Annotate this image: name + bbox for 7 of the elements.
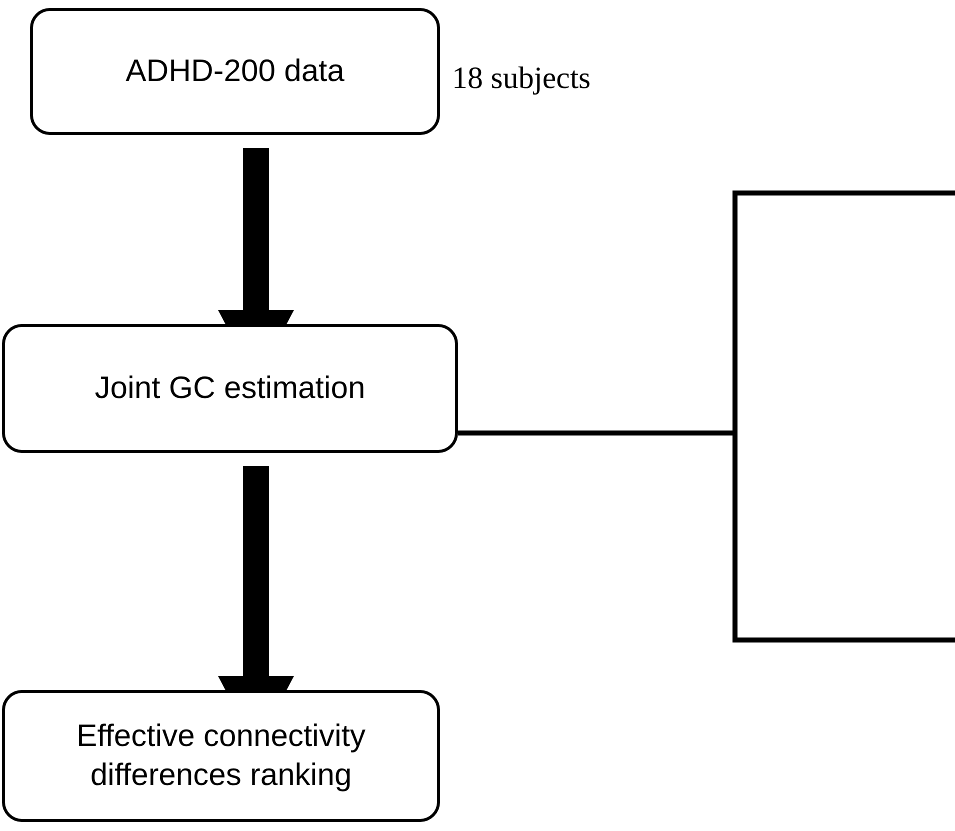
box-label: ADHD-200 data xyxy=(126,52,344,90)
note-text: 18 subjects xyxy=(452,60,591,96)
process-box xyxy=(30,8,440,135)
box-label: Joint GC estimation xyxy=(94,369,366,408)
box-label: Effective connectivity differences ranking xyxy=(76,717,366,794)
process-box xyxy=(2,324,458,453)
process-box xyxy=(2,690,440,822)
